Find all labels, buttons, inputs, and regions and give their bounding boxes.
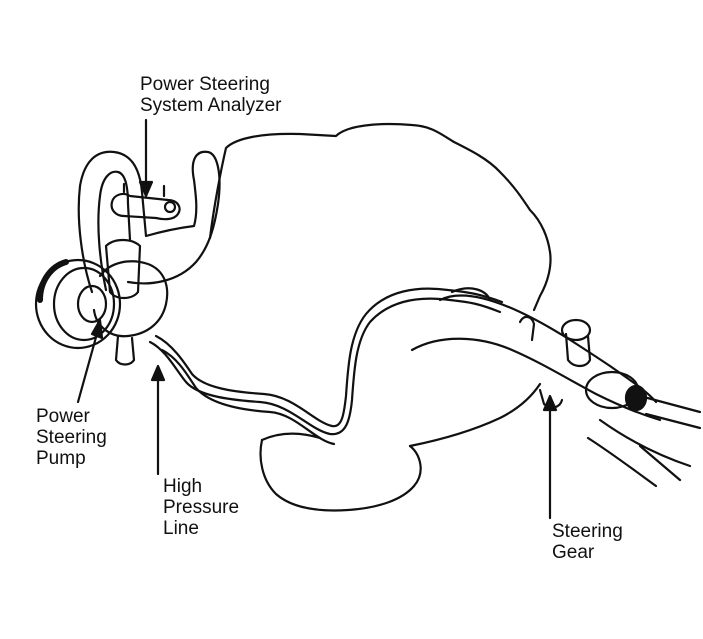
gear-tube [640, 396, 700, 428]
analyzer-arrowhead [140, 182, 152, 196]
pressure-line-a [150, 299, 500, 435]
pump-reservoir [106, 240, 140, 298]
engine-bottom-left [262, 434, 320, 440]
pump-body [94, 261, 167, 336]
pump-arrowhead [92, 320, 102, 338]
gear-fitting [520, 317, 534, 340]
label-line: High [163, 476, 203, 497]
frame-rail [588, 420, 690, 486]
label-line: System Analyzer [140, 95, 282, 116]
label-line: Gear [552, 542, 595, 563]
label-power-steering-pump: Power Steering Pump [36, 406, 107, 469]
engine-outline [210, 124, 551, 310]
label-line: Pump [36, 448, 86, 469]
engine-right-side [410, 384, 540, 446]
pulley-hub [78, 286, 106, 322]
pressure-line-b [156, 289, 502, 427]
gear-arrowhead [544, 396, 556, 410]
label-line: Pressure [163, 497, 240, 518]
return-line [162, 350, 334, 444]
engine-lower-outline [261, 440, 421, 510]
gear-valve [562, 320, 590, 340]
label-line: Line [163, 518, 199, 539]
gear-clamp [452, 288, 490, 300]
pulley-shade [40, 262, 66, 300]
label-high-pressure-line: High Pressure Line [163, 476, 239, 539]
label-line: Steering [552, 521, 623, 542]
label-line: Power [36, 406, 90, 427]
label-line: Steering [36, 427, 107, 448]
line-arrowhead [152, 366, 164, 380]
pulley-inner [54, 268, 114, 340]
analyzer-knob [165, 202, 175, 212]
label-line: Power Steering [140, 74, 270, 95]
analyzer-body [112, 194, 180, 219]
pump-arrow [78, 330, 98, 402]
label-power-steering-system-analyzer: Power Steering System Analyzer [140, 74, 282, 116]
intake-loop [79, 152, 220, 292]
label-steering-gear: Steering Gear [552, 521, 623, 563]
pump-bracket [116, 336, 134, 365]
gear-end [626, 386, 646, 410]
gear-valve-stem [566, 334, 590, 366]
intake-inner [98, 172, 130, 290]
pulley-outer [36, 260, 120, 348]
gear-housing [440, 296, 656, 402]
gear-housing-lower [412, 339, 660, 420]
